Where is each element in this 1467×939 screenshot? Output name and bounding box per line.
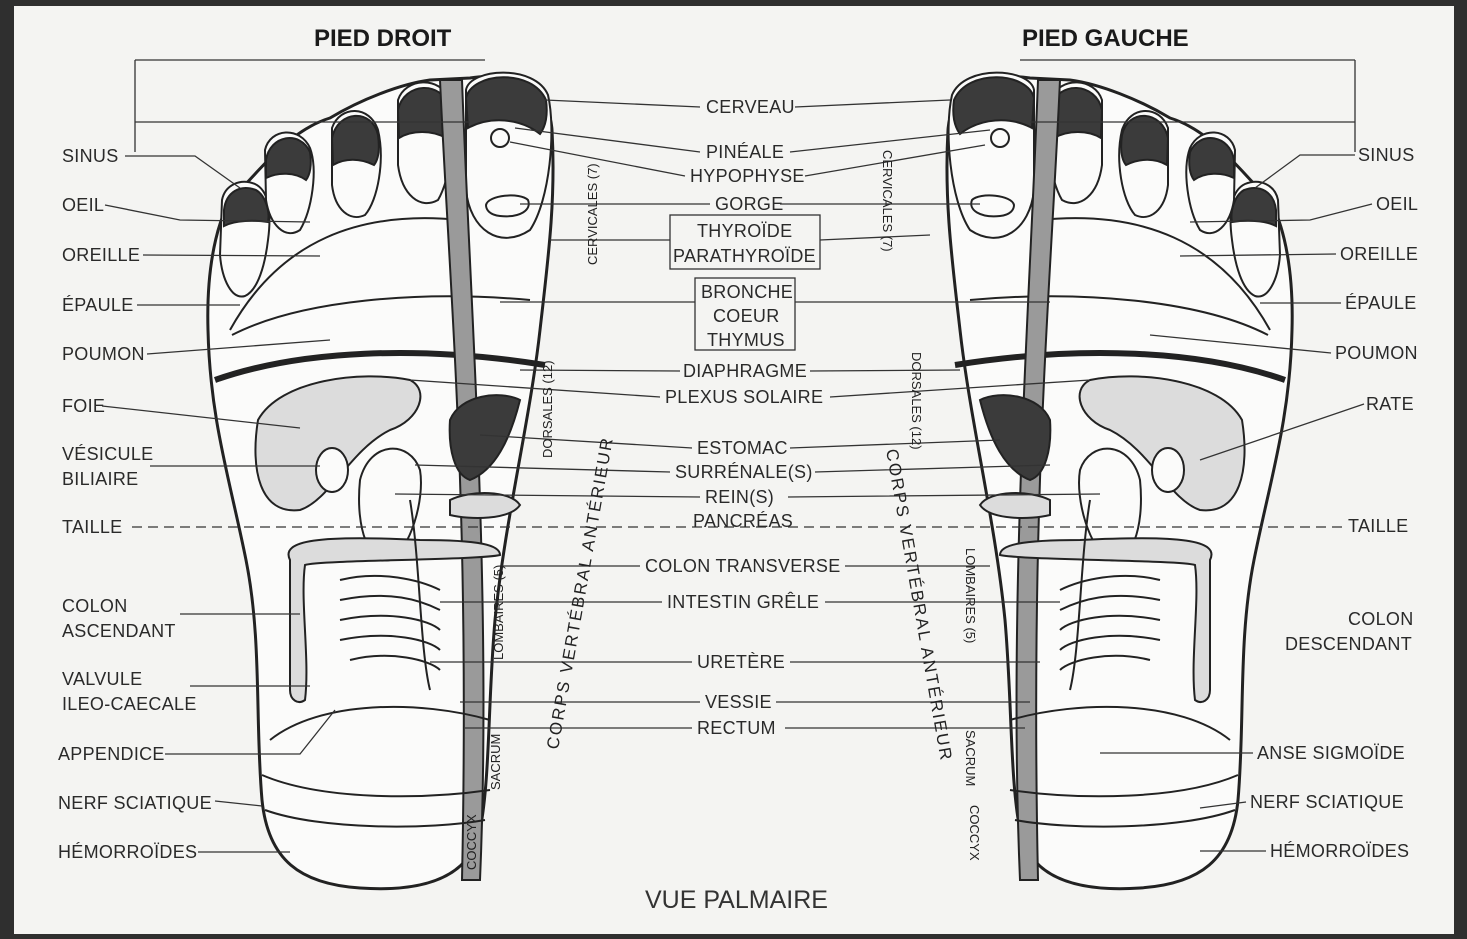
label-thymus: THYMUS [707,330,785,350]
label-sinus-right: SINUS [1358,145,1415,165]
label-colon-asc-1: COLON [62,596,128,616]
label-colon-asc-2: ASCENDANT [62,621,176,641]
label-cerveau: CERVEAU [706,97,795,117]
label-coccyx-right: COCCYX [464,814,479,870]
label-corps-right: CORPS VERTÉBRAL ANTÉRIEUR [543,435,617,751]
label-valvule-1: VALVULE [62,669,142,689]
label-dorsales-right: DORSALES (12) [540,360,555,458]
label-intestin: INTESTIN GRÊLE [667,592,819,612]
label-taille-right: TAILLE [1348,516,1409,536]
label-cervicales-left: CERVICALES (7) [880,150,895,252]
label-vesicule-2: BILIAIRE [62,469,138,489]
caption: VUE PALMAIRE [645,886,828,914]
label-lombaires-left: LOMBAIRES (5) [963,548,978,643]
label-corps-left: CORPS VERTÉBRAL ANTÉRIEUR [882,447,956,763]
label-hemorroides-left: HÉMORROÏDES [58,842,197,862]
label-coeur: COEUR [713,306,780,326]
label-lombaires-right: LOMBAIRES (5) [491,565,506,660]
label-sacrum-left: SACRUM [963,730,978,786]
label-hypophyse: HYPOPHYSE [690,166,805,186]
title-left-foot: PIED GAUCHE [1022,25,1189,52]
label-estomac: ESTOMAC [697,438,788,458]
label-colon-desc-2: DESCENDANT [1285,634,1412,654]
label-gorge: GORGE [715,194,784,214]
label-rectum: RECTUM [697,718,776,738]
label-bronche: BRONCHE [701,282,793,302]
label-nerf-right: NERF SCIATIQUE [1250,792,1404,812]
label-sacrum-right: SACRUM [488,734,503,790]
label-rein: REIN(S) [705,487,774,507]
label-coccyx-left: COCCYX [967,805,982,861]
label-oreille-left: OREILLE [62,245,140,265]
label-epaule-right: ÉPAULE [1345,293,1417,313]
label-vessie: VESSIE [705,692,772,712]
label-parathyroide: PARATHYROÏDE [673,246,816,266]
label-foie-left: FOIE [62,396,105,416]
label-uretere: URETÈRE [697,652,785,672]
label-hemorroides-right: HÉMORROÏDES [1270,841,1409,861]
label-valvule-2: ILEO-CAECALE [62,694,197,714]
label-oreille-right: OREILLE [1340,244,1418,264]
label-taille-left: TAILLE [62,517,123,537]
title-right-foot: PIED DROIT [314,25,452,52]
label-pineale: PINÉALE [706,142,784,162]
label-rate: RATE [1366,394,1414,414]
label-cervicales-right: CERVICALES (7) [585,163,600,265]
label-colon-desc-1: COLON [1348,609,1414,629]
label-colon-transverse: COLON TRANSVERSE [645,556,841,576]
label-nerf-left: NERF SCIATIQUE [58,793,212,813]
label-oeil-left: OEIL [62,195,104,215]
label-epaule-left: ÉPAULE [62,295,134,315]
label-anse: ANSE SIGMOÏDE [1257,743,1405,763]
label-poumon-right: POUMON [1335,343,1418,363]
left-foot-sole [947,73,1292,889]
label-appendice: APPENDICE [58,744,165,764]
label-diaphragme: DIAPHRAGME [683,361,807,381]
label-plexus: PLEXUS SOLAIRE [665,387,823,407]
label-surrenale: SURRÉNALE(S) [675,462,813,482]
label-oeil-right: OEIL [1376,194,1418,214]
label-vesicule-1: VÉSICULE [62,444,153,464]
label-pancreas: PANCRÉAS [693,511,793,531]
label-sinus-left: SINUS [62,146,119,166]
label-thyroide: THYROÏDE [697,221,792,241]
label-poumon-left: POUMON [62,344,145,364]
label-dorsales-left: DORSALES (12) [909,352,924,450]
